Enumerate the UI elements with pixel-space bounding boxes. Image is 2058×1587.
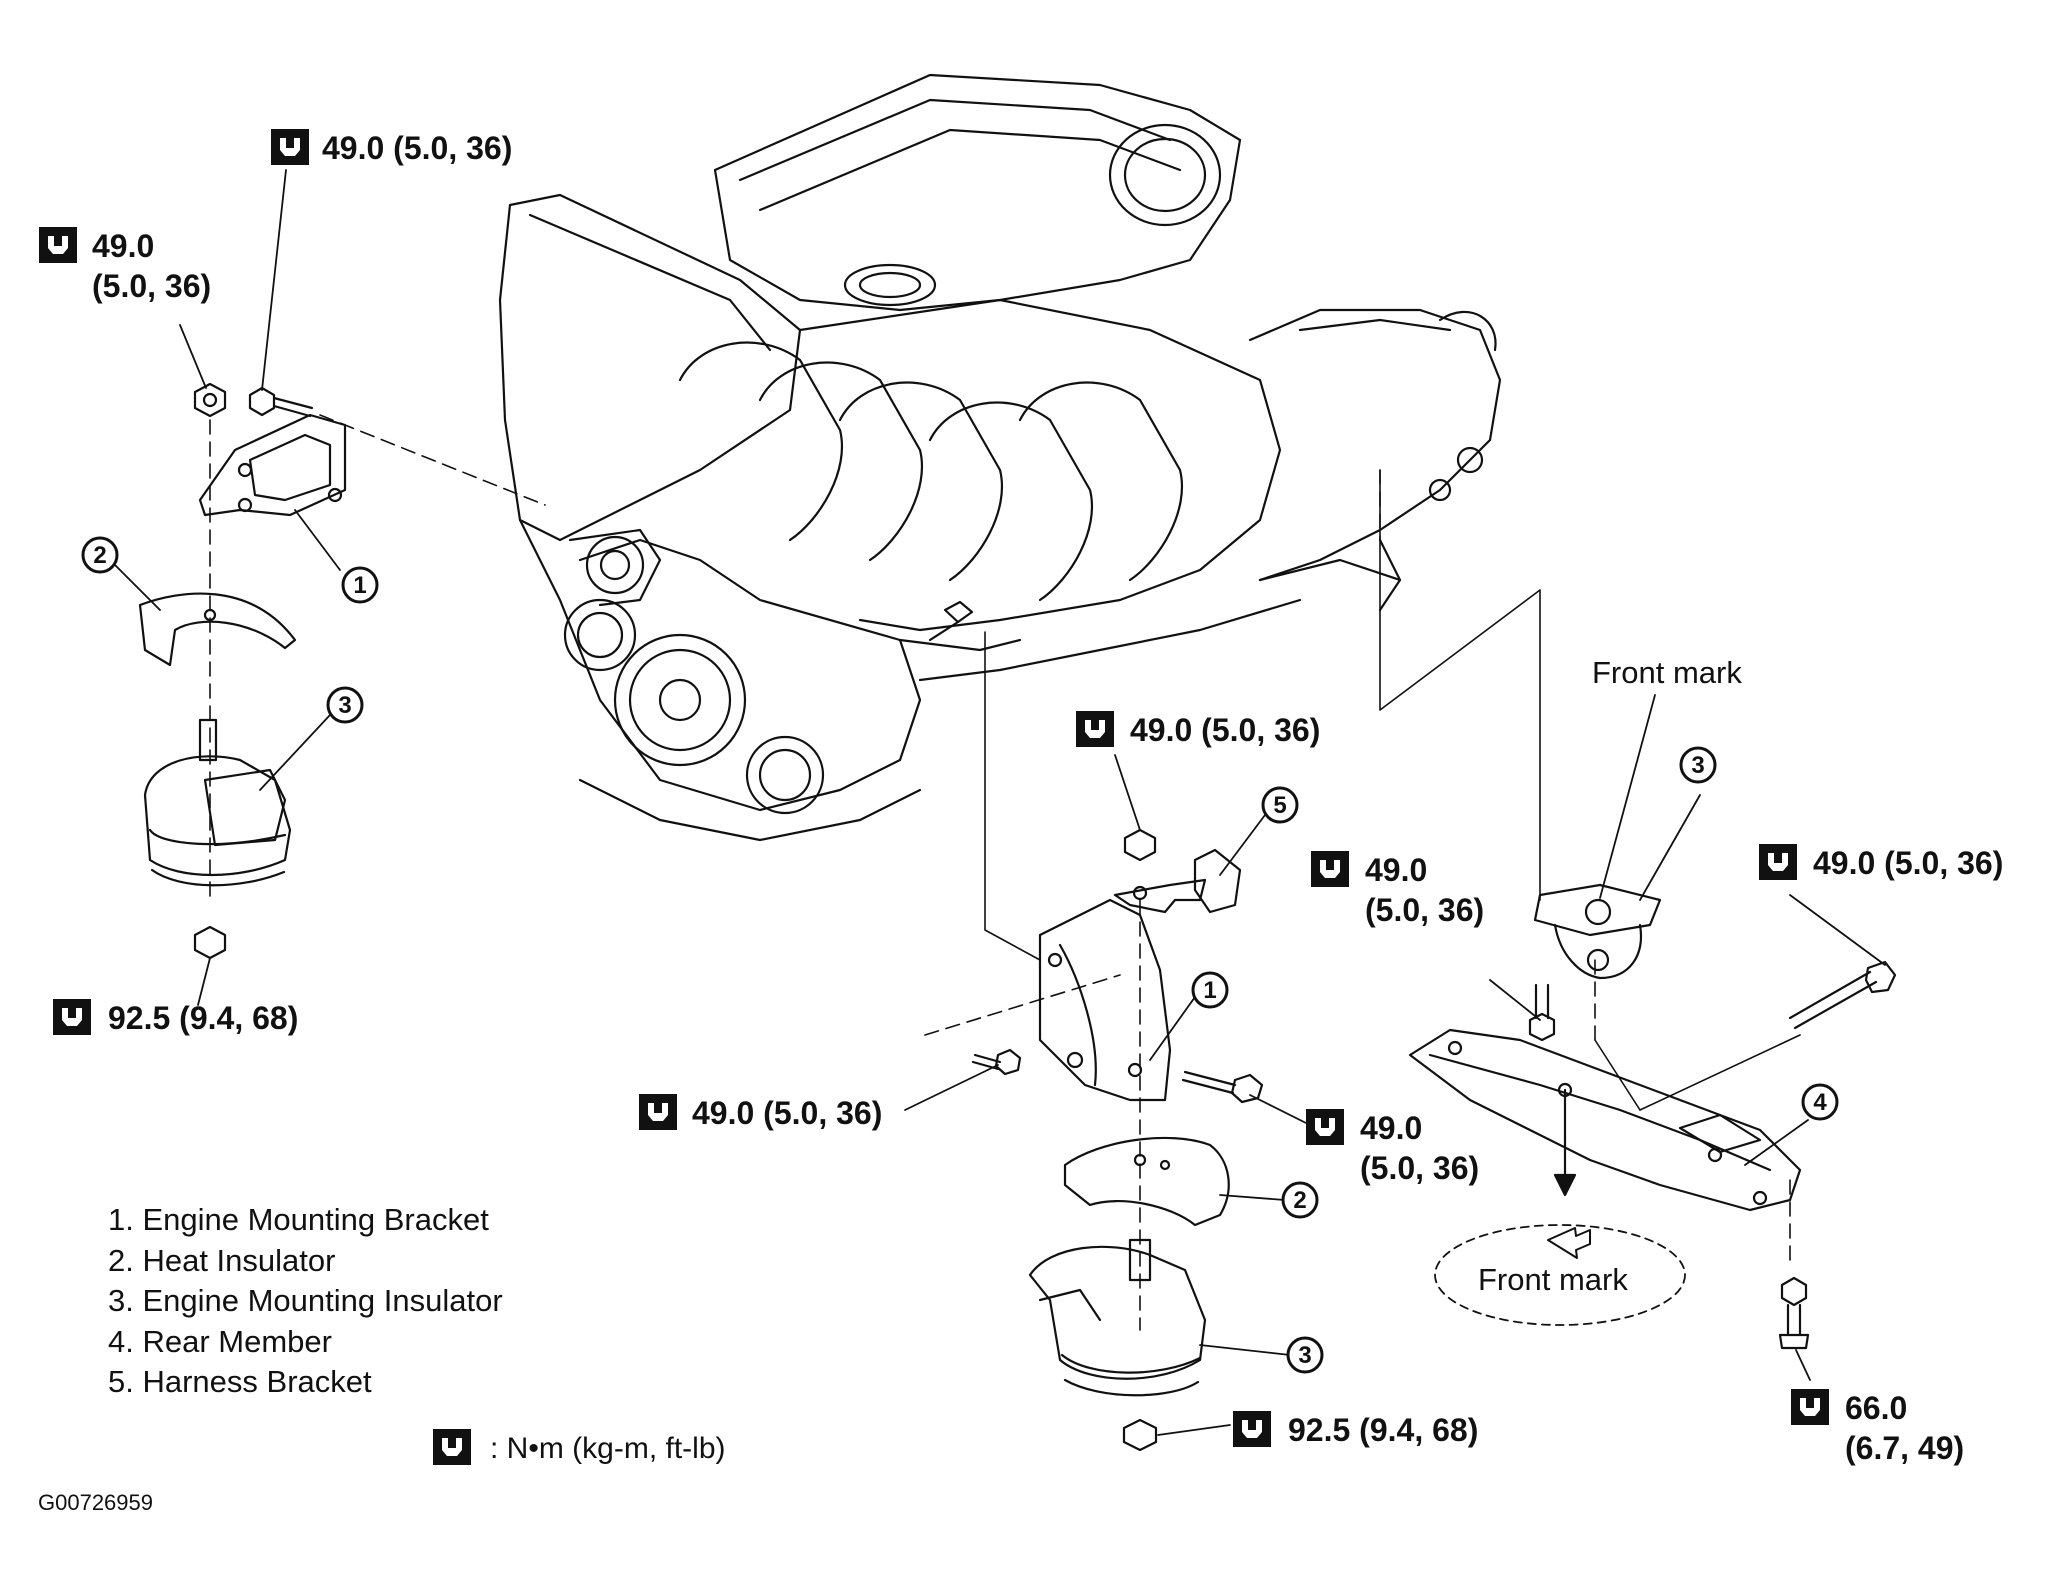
figure-code: G00726959 [38, 1490, 153, 1515]
front-mark-label-bottom: Front mark [1478, 1262, 1628, 1297]
callout-badge: 2 [81, 536, 119, 574]
legend-item: 3. Engine Mounting Insulator [108, 1283, 503, 1318]
left-mount-stack [138, 382, 347, 960]
callout-number: 3 [1298, 1342, 1311, 1369]
torque-wrench-icon [639, 1094, 677, 1130]
legend-item: 5. Harness Bracket [108, 1364, 372, 1399]
callout-badge: 3 [1679, 746, 1717, 784]
torque-label-mid-top: 49.0 (5.0, 36) [1130, 712, 1321, 748]
torque-label-mid-right-sub: (5.0, 36) [1360, 1150, 1480, 1186]
rear-member-stack [1408, 883, 1897, 1350]
callout-badge: 1 [341, 566, 379, 604]
torque-wrench-icon [1759, 844, 1797, 880]
callout-number: 4 [1813, 1089, 1827, 1116]
torque-label-rear-right: 49.0 (5.0, 36) [1813, 845, 2004, 881]
torque-label-left-sub: (5.0, 36) [92, 268, 212, 304]
parts-legend: 1. Engine Mounting Bracket 2. Heat Insul… [108, 1200, 503, 1403]
torque-label-rear-left-value: 49.0 [1365, 852, 1428, 888]
callout-number: 2 [1293, 1187, 1306, 1214]
torque-wrench-icon [1306, 1109, 1344, 1145]
callout-number: 3 [338, 692, 351, 719]
torque-label-top-center: 49.0 (5.0, 36) [322, 130, 513, 166]
torque-label-left-bottom: 92.5 (9.4, 68) [108, 1000, 299, 1036]
callout-badge: 5 [1261, 786, 1299, 824]
dashed-guide-lines [209, 414, 1791, 1331]
legend-item: 4. Rear Member [108, 1323, 332, 1359]
callout-badge: 2 [1281, 1181, 1319, 1219]
callout-badge: 3 [1286, 1336, 1324, 1374]
callout-number: 1 [353, 572, 366, 599]
callout-badge: 3 [326, 686, 364, 724]
unit-note: : N•m (kg-m, ft-lb) [490, 1432, 726, 1465]
front-mark-ellipse [1434, 1224, 1686, 1326]
label-leaders [114, 169, 1886, 1436]
torque-label-mid-right-value: 49.0 [1360, 1110, 1423, 1146]
callout-number: 2 [93, 542, 106, 569]
torque-wrench-icon [1311, 851, 1349, 887]
front-mark-label-top: Front mark [1592, 655, 1742, 690]
torque-label-rear-left-sub: (5.0, 36) [1365, 892, 1485, 928]
callout-number: 5 [1273, 792, 1286, 819]
torque-wrench-icon [1076, 711, 1114, 747]
callout-badge: 4 [1801, 1083, 1839, 1121]
callout-badge: 1 [1191, 971, 1229, 1009]
torque-wrench-icon [433, 1429, 471, 1465]
torque-label-rear-bottom-sub: (6.7, 49) [1845, 1430, 1965, 1466]
callout-number: 3 [1691, 752, 1704, 779]
front-mark-arrow-icon [1547, 1227, 1591, 1259]
engine-assembly [498, 73, 1502, 842]
callout-number: 1 [1203, 977, 1216, 1004]
center-mount-stack [971, 828, 1264, 1452]
torque-wrench-icon [39, 227, 77, 263]
torque-label-left-value: 49.0 [92, 228, 155, 264]
solid-guide-lines [984, 469, 1801, 1111]
torque-label-mid-bottom: 92.5 (9.4, 68) [1288, 1412, 1479, 1448]
torque-wrench-icon [1791, 1389, 1829, 1425]
torque-wrench-icon [271, 129, 309, 165]
torque-wrench-icon [53, 999, 91, 1035]
torque-label-mid-left: 49.0 (5.0, 36) [692, 1095, 883, 1131]
torque-label-rear-bottom-value: 66.0 [1845, 1390, 1908, 1426]
legend-item: 1. Engine Mounting Bracket [108, 1202, 489, 1237]
legend-item: 2. Heat Insulator [108, 1242, 336, 1278]
torque-wrench-icon [1233, 1411, 1271, 1447]
